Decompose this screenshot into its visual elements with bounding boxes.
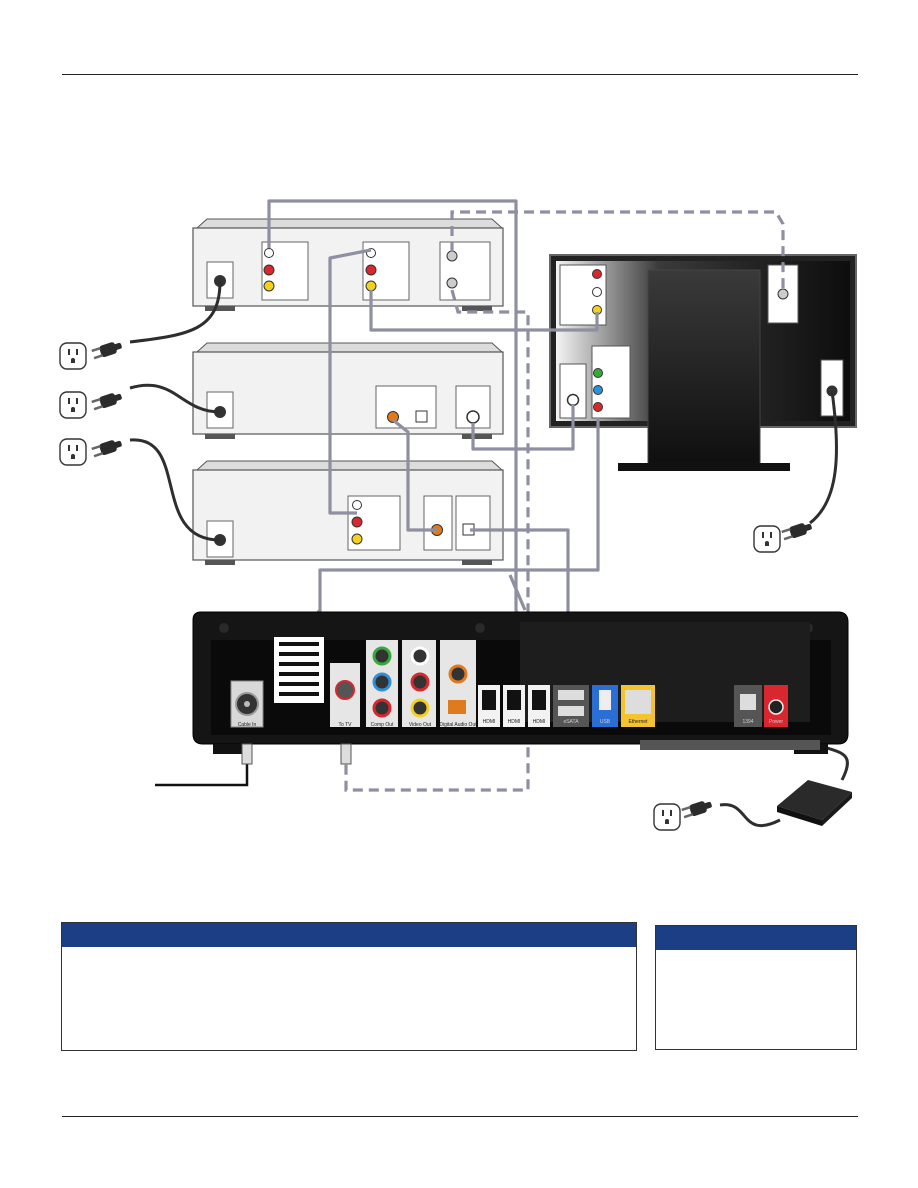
top-rule <box>62 74 858 75</box>
power-plug-5 <box>681 798 714 820</box>
label-ethernet: Ethernet <box>629 719 649 725</box>
coax-connector-icon <box>340 743 352 765</box>
label-power: Power <box>769 719 784 725</box>
device-3 <box>192 460 504 565</box>
wall-outlet-2 <box>59 391 87 419</box>
bottom-rule <box>62 1116 858 1117</box>
info-panel-right-heading <box>656 926 856 950</box>
info-panel-left <box>61 922 637 1051</box>
power-plug-4 <box>781 520 814 542</box>
power-plug-3 <box>91 437 124 459</box>
label-usb: USB <box>600 719 611 725</box>
set-top-box: Cable In To TV Comp Out Video Out Digita… <box>192 611 849 754</box>
wall-outlet-3 <box>59 438 87 466</box>
label-video-out: Video Out <box>409 722 432 728</box>
wall-outlet-4 <box>753 525 781 553</box>
power-plug-2 <box>91 390 124 412</box>
info-panel-left-heading <box>62 923 636 947</box>
label-hdmi-1: HDMI <box>483 719 496 725</box>
device-1 <box>192 218 504 311</box>
label-1394: 1394 <box>742 719 753 725</box>
label-esata: eSATA <box>563 719 579 725</box>
label-to-tv: To TV <box>339 722 353 728</box>
info-panel-right <box>655 925 857 1050</box>
info-panel-right-body <box>656 950 856 962</box>
label-hdmi-2: HDMI <box>508 719 521 725</box>
label-hdmi-3: HDMI <box>533 719 546 725</box>
label-component-out: Comp Out <box>371 722 394 728</box>
wall-outlet-1 <box>59 342 87 370</box>
incoming-cable <box>155 743 253 787</box>
device-2 <box>192 342 504 439</box>
label-digital-audio-out: Digital Audio Out <box>439 722 477 728</box>
connection-diagram: Cable In To TV Comp Out Video Out Digita… <box>59 199 857 831</box>
power-adapter-icon <box>777 780 852 826</box>
television <box>549 254 857 471</box>
coax-cables <box>344 210 785 792</box>
label-cable-in: Cable In <box>238 722 257 728</box>
wall-outlet-5 <box>653 803 681 831</box>
info-panel-left-body <box>62 947 636 959</box>
power-plug-1 <box>91 339 124 361</box>
